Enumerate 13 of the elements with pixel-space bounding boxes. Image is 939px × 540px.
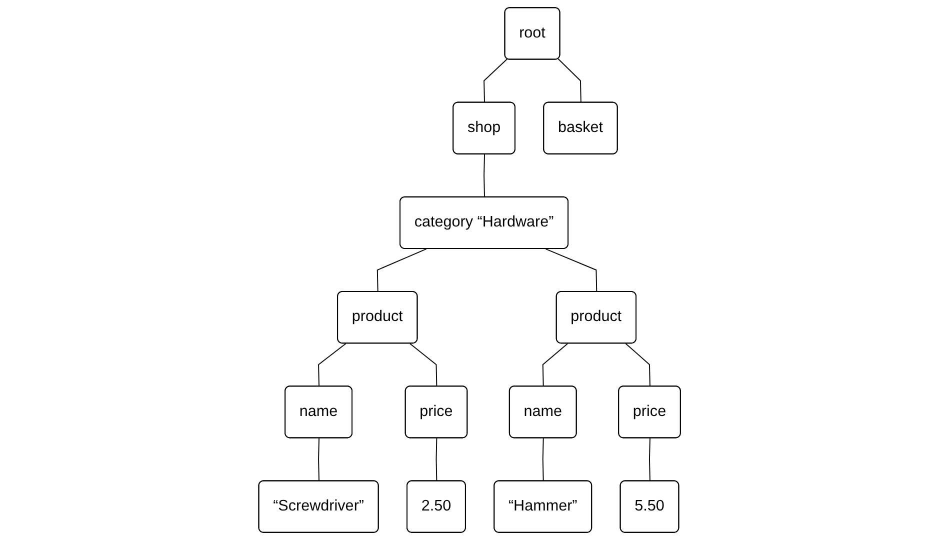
connector — [318, 438, 320, 482]
connector — [558, 58, 582, 104]
connector — [542, 343, 568, 388]
connector — [483, 154, 485, 198]
connector — [318, 343, 346, 388]
connector — [376, 248, 427, 292]
connector — [625, 343, 650, 388]
connector — [483, 58, 508, 104]
connector — [542, 438, 544, 482]
connector — [648, 438, 650, 482]
connector — [436, 438, 438, 482]
connector — [545, 248, 598, 292]
connector — [409, 343, 438, 388]
